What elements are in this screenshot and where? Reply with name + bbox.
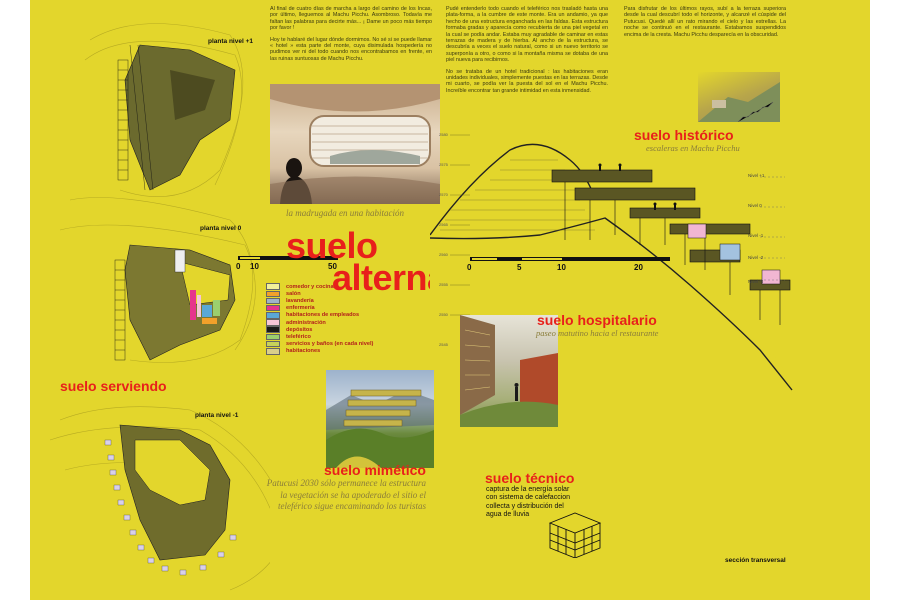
title-suelo-historico: suelo histórico — [634, 127, 734, 143]
paragraph: Pudé entenderlo todo cuando el teleféric… — [446, 6, 608, 64]
elevation-label: 2565 — [439, 222, 448, 227]
elevation-label: 2575 — [439, 162, 448, 167]
scale-right-10: 10 — [557, 263, 566, 272]
elevation-label: 2555 — [439, 282, 448, 287]
legend-swatch — [266, 348, 280, 355]
scale-right-20: 20 — [634, 263, 643, 272]
caption-madrugada: la madrugada en una habitación — [286, 208, 404, 218]
legend-swatch — [266, 290, 280, 298]
plan-label-minus1: planta nivel -1 — [195, 412, 239, 419]
legend-swatch — [266, 304, 280, 312]
plan-label-plus1: planta nivel +1 — [208, 38, 253, 45]
elevation-label: 2560 — [439, 252, 448, 257]
level-label: Nivel -3 — [748, 279, 764, 284]
legend-item: teleférico — [266, 333, 373, 341]
legend-label: comedor y cocina — [286, 283, 334, 290]
bedroom-render-photo — [270, 84, 440, 204]
elevation-label: 2580 — [439, 132, 448, 137]
legend-label: habitaciones de empleados — [286, 312, 360, 319]
scale-left-10: 10 — [250, 262, 259, 271]
legend-item: servicios y baños (en cada nivel) — [266, 340, 374, 348]
legend-label: lavandería — [286, 297, 314, 304]
restaurant-walk-photo — [460, 315, 558, 427]
legend-swatch — [266, 297, 280, 305]
legend-label: depósitos — [286, 326, 313, 333]
level-label: Nivel -2 — [748, 255, 764, 260]
legend-label: habitaciones — [286, 348, 321, 355]
title-suelo-tecnico: suelo técnico — [485, 470, 575, 486]
legend-swatch — [266, 283, 280, 290]
legend-item: habitaciones de empleados — [266, 312, 373, 319]
legend-swatch — [266, 312, 280, 319]
subtitle-hospitalario: paseo matutino hacia el restaurante — [536, 328, 659, 338]
legend-label: enfermería — [286, 305, 315, 312]
tecnico-description: captura de la energía solar con sistema … — [486, 486, 571, 518]
text-column-2: Pudé entenderlo todo cuando el teleféric… — [446, 6, 608, 94]
paragraph: No se trataba de un hotel tradicional : … — [446, 68, 608, 94]
scale-bar-left — [238, 256, 338, 260]
legend-swatch — [266, 319, 280, 326]
poster-sheet: planta nivel +1 planta nivel 0 planta ni… — [30, 0, 870, 600]
level-label: Nivel 0 — [748, 203, 762, 208]
plan-label-zero: planta nivel 0 — [200, 225, 242, 232]
text-column-1: Al final de cuatro días de marcha a larg… — [270, 6, 432, 62]
elevation-label: 2570 — [439, 192, 448, 197]
legend-label: administración — [286, 319, 326, 326]
level-label: Nivel -1 — [748, 233, 764, 238]
paragraph: Para disfrutar de los últimos rayos, sub… — [624, 6, 786, 38]
legend-swatch — [266, 326, 280, 333]
floor-plans-drawing — [49, 23, 270, 591]
legend-item: depósitos — [266, 326, 373, 333]
title-suelo-mimetico: suelo mimético — [324, 462, 426, 478]
scale-left-0: 0 — [236, 262, 241, 271]
title-suelo-serviendo: suelo serviendo — [60, 378, 167, 394]
title-suelo: suelo — [286, 225, 378, 266]
scale-right-0: 0 — [467, 263, 472, 272]
legend-item: enfermería — [266, 304, 373, 312]
legend-item: salón — [266, 290, 373, 298]
elevation-label: 2545 — [439, 342, 448, 347]
paragraph: Hoy te hablaré del lugar dónde dormimos.… — [270, 36, 432, 62]
overgrown-structure-photo — [326, 370, 434, 468]
legend-label: salón — [286, 290, 301, 297]
legend-swatch — [266, 340, 280, 348]
technical-frame-drawing — [548, 512, 602, 558]
legend-item: administración — [266, 319, 373, 326]
machu-picchu-stairs-photo — [698, 72, 780, 122]
level-label: Nivel +1 — [748, 173, 765, 178]
text-column-3: Para disfrutar de los últimos rayos, sub… — [624, 6, 786, 38]
legend-label: teleférico — [286, 333, 311, 340]
legend-item: comedor y cocina — [266, 283, 373, 290]
legend-item: habitaciones — [266, 348, 373, 355]
legend-item: lavandería — [266, 297, 373, 305]
section-label: sección transversal — [725, 557, 786, 564]
subtitle-historico: escaleras en Machu Picchu — [646, 143, 740, 153]
legend-swatch — [266, 333, 280, 341]
legend-label: servicios y baños (en cada nivel) — [286, 341, 374, 348]
elevation-label: 2550 — [439, 312, 448, 317]
title-suelo-hospitalario: suelo hospitalario — [537, 312, 657, 328]
scale-right-5: 5 — [517, 263, 522, 272]
scale-left-50: 50 — [328, 262, 337, 271]
paragraph: Al final de cuatro días de marcha a larg… — [270, 6, 432, 32]
caption-patucusi: Patucusi 2030 sólo permanece la estructu… — [266, 478, 426, 511]
